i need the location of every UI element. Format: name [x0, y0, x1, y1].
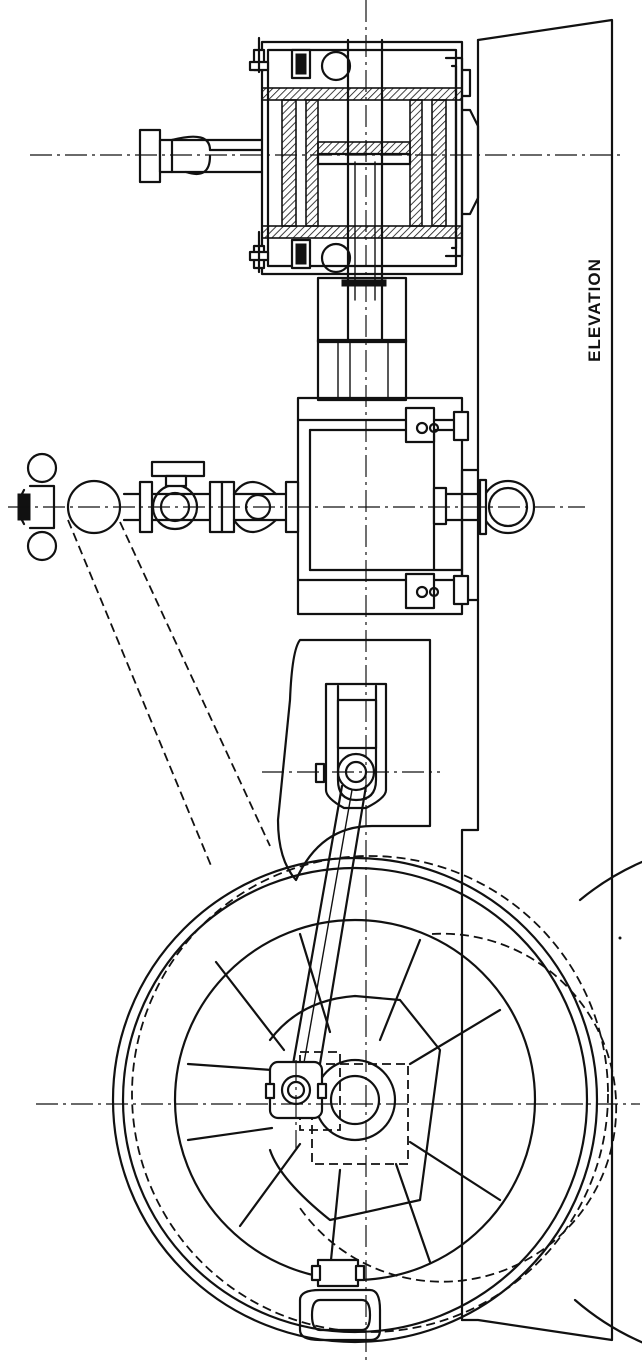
- connecting-rod-housing: [276, 638, 432, 882]
- pump-casing: [296, 396, 470, 616]
- ink-speck: [618, 936, 622, 940]
- sight-lines: [67, 519, 271, 869]
- governor: [17, 452, 122, 562]
- bedplate: [460, 18, 614, 1342]
- centerlines: [8, 0, 640, 1364]
- view-label: ELEVATION: [585, 258, 604, 362]
- connecting-rod: [290, 784, 368, 1078]
- flywheel: [111, 855, 642, 1344]
- steam-cylinder: [248, 36, 480, 342]
- crosshead-guide: [316, 276, 408, 402]
- steam-inlet-pipe: [138, 128, 264, 184]
- valve-tree: [122, 460, 300, 534]
